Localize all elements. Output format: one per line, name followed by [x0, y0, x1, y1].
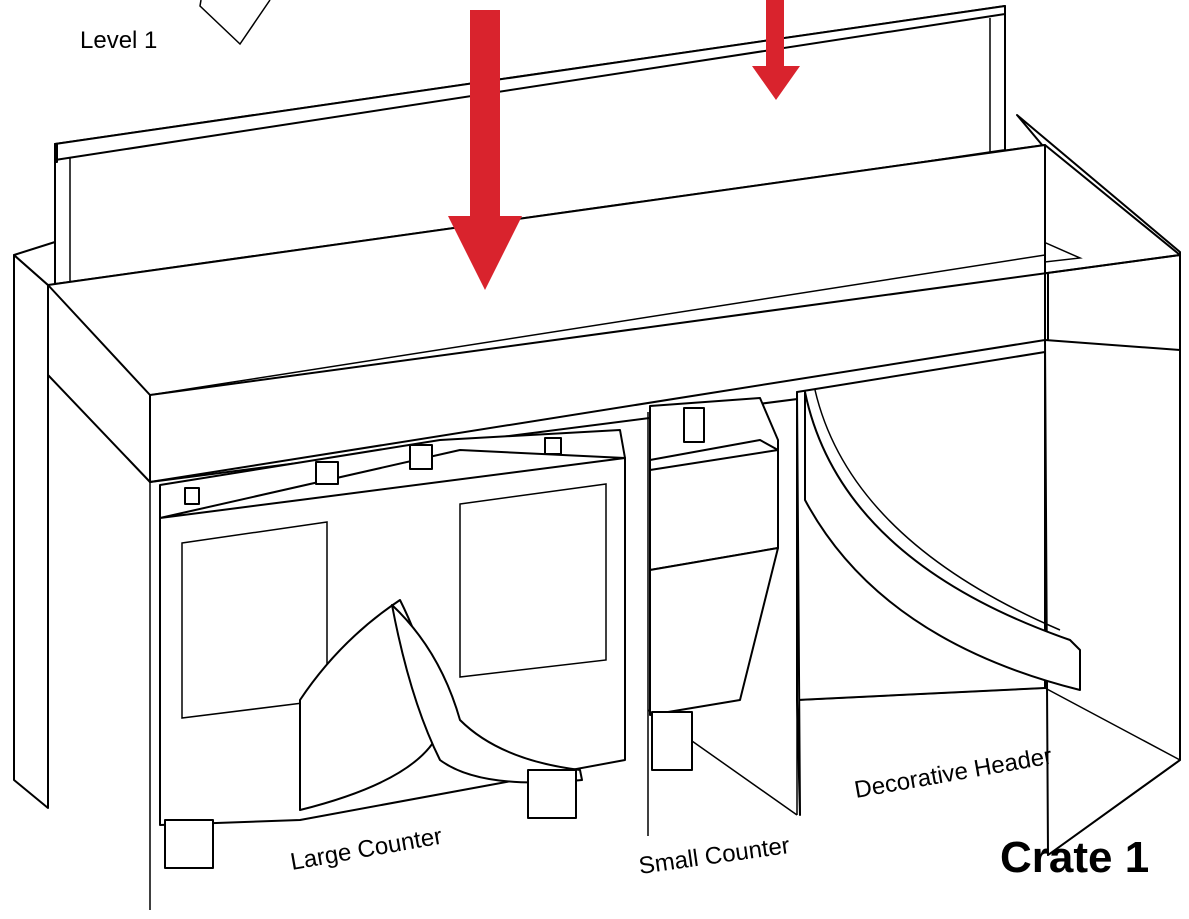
large-counter-part [159, 429, 626, 869]
large-counter-label: Large Counter [288, 823, 444, 876]
level-callout: Level 1 [80, 0, 271, 54]
arrow-secondary [752, 0, 800, 100]
crate-title: Crate 1 [1000, 833, 1149, 882]
insert-arrows [448, 0, 800, 290]
small-counter-part [649, 397, 779, 771]
small-counter-label: Small Counter [637, 832, 791, 880]
arrow-main [448, 10, 522, 290]
decorative-header-part [804, 389, 1081, 691]
decorative-header-label: Decorative Header [852, 743, 1054, 804]
level-label: Level 1 [80, 27, 157, 54]
